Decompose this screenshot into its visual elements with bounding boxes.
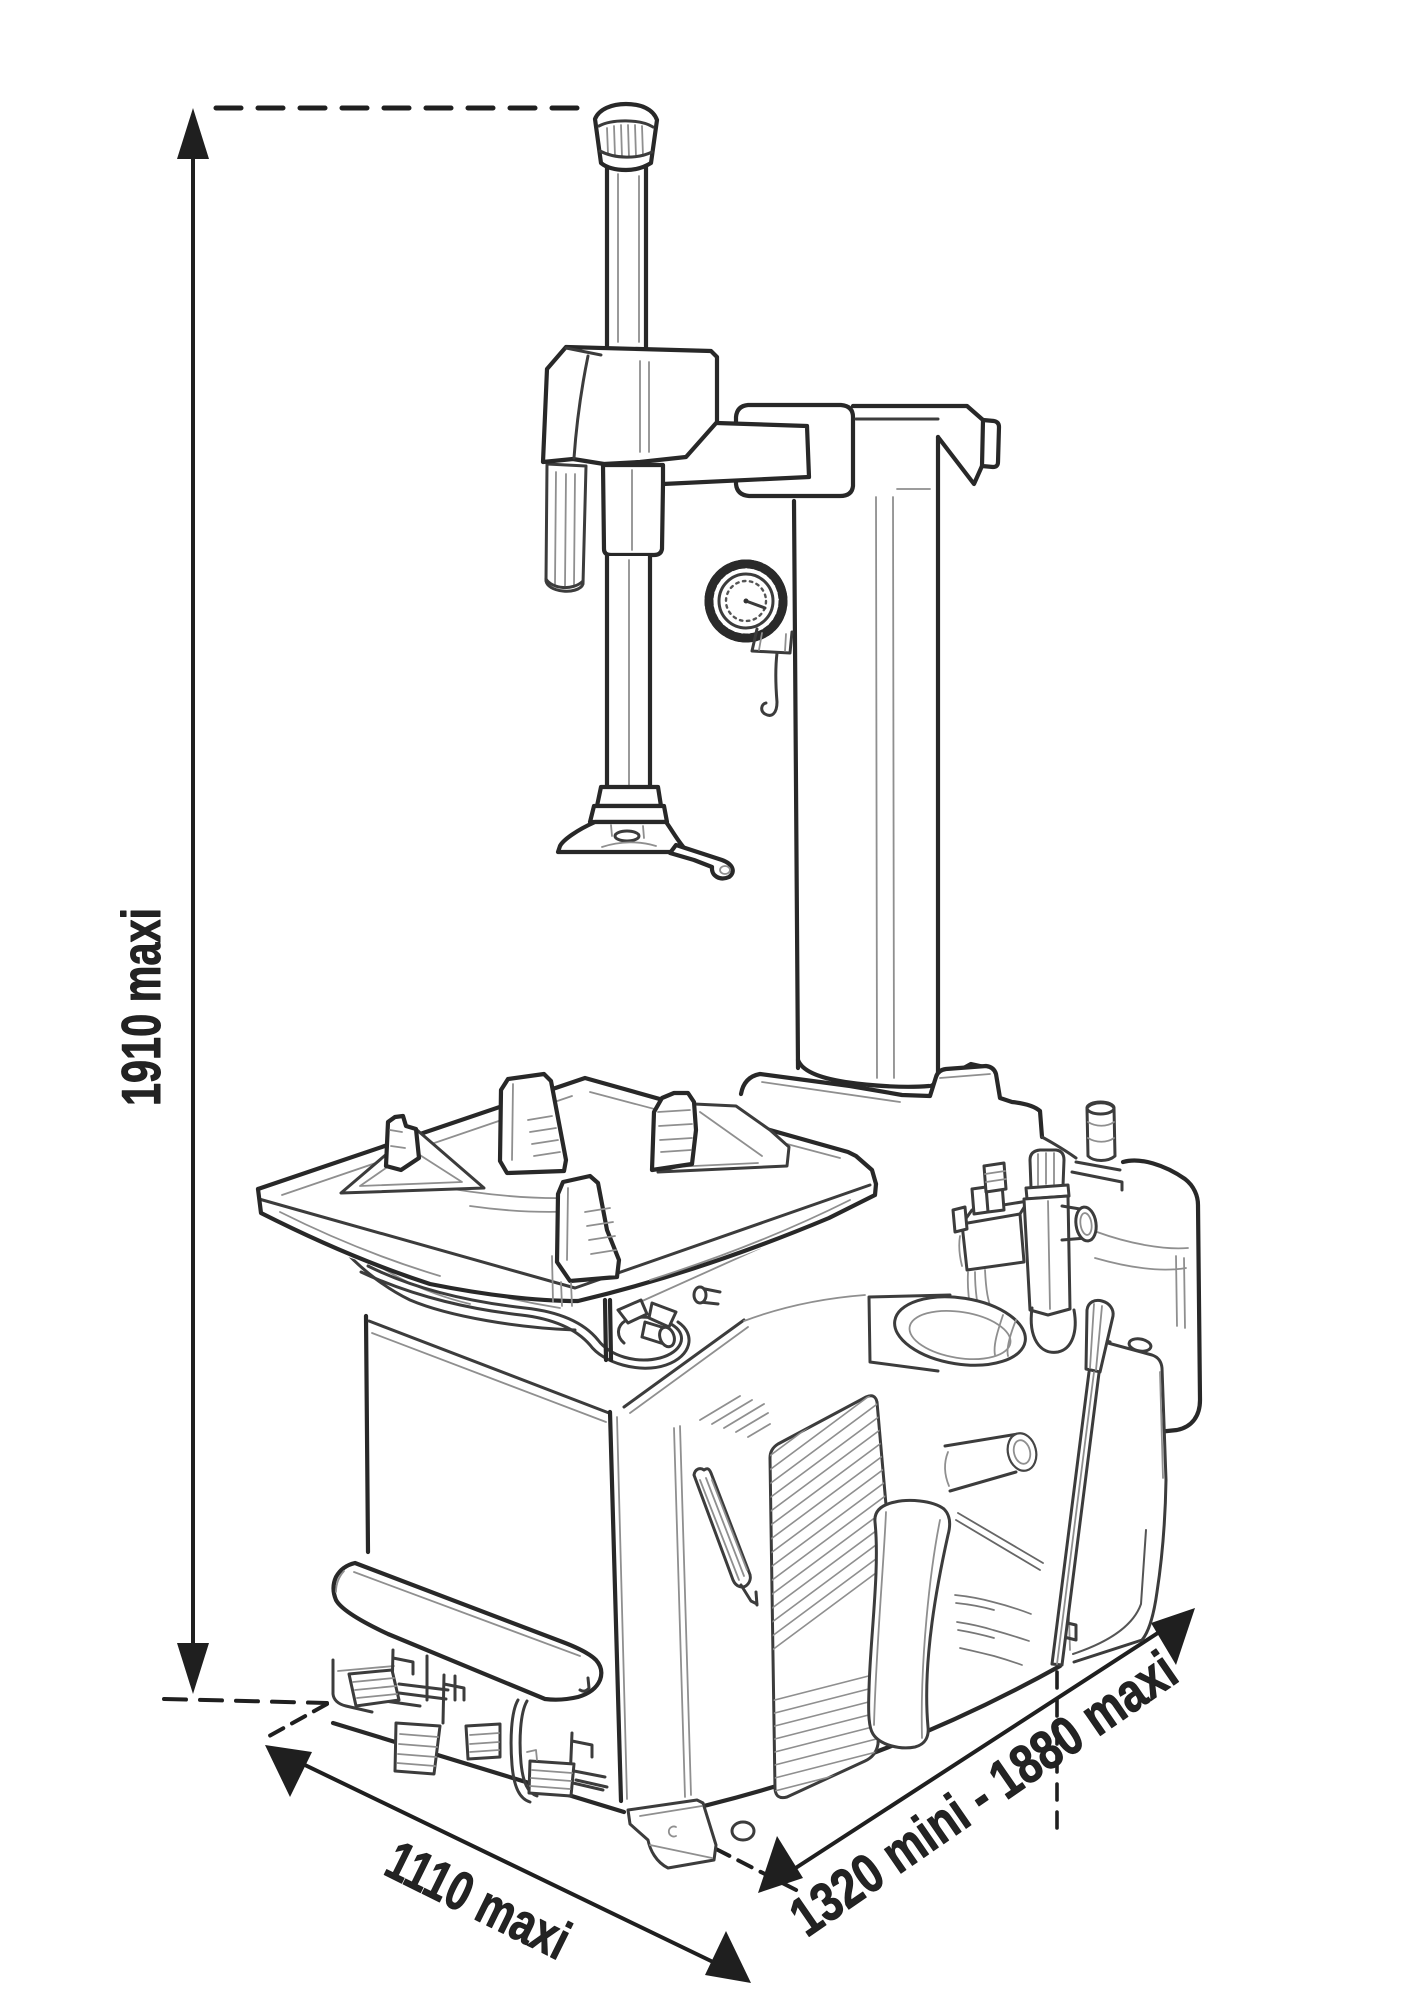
svg-text:1910 maxi: 1910 maxi	[110, 908, 172, 1106]
